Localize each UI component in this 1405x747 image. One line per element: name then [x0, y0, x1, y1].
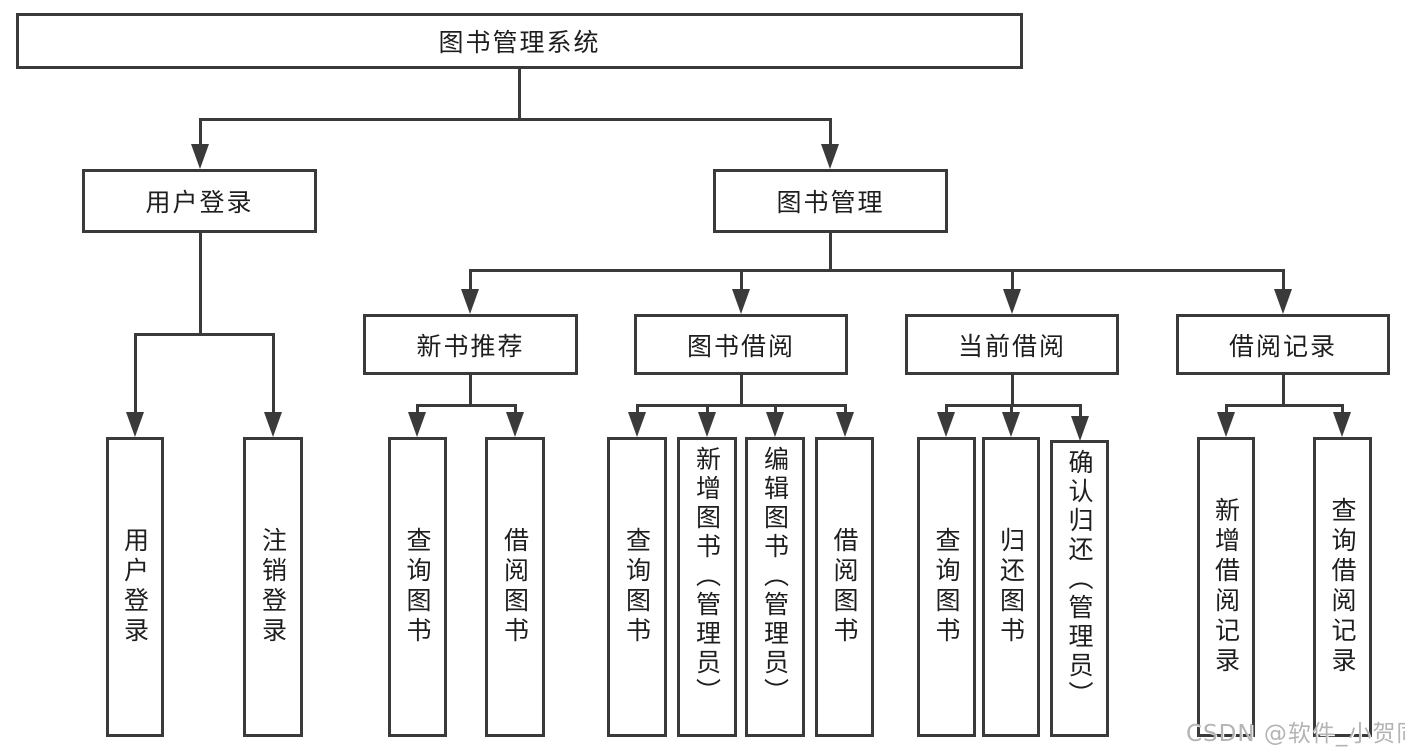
node-borrowing-records: 借阅记录: [1176, 314, 1390, 375]
connector-stem: [1281, 375, 1285, 407]
arrow-down-icon: [506, 412, 524, 437]
connector-bar: [198, 117, 832, 121]
arrow-down-icon: [126, 412, 144, 437]
node-book-management: 图书管理: [713, 169, 948, 233]
connector-drop-line: [468, 270, 472, 304]
node-leaf-user-login: 用户登录: [106, 437, 164, 737]
connector-drop-line: [739, 270, 743, 304]
node-leaf-borrow-books-1: 借阅图书: [485, 437, 545, 737]
connector-drop-line: [271, 334, 275, 427]
arrow-down-icon: [1002, 412, 1020, 437]
arrow-down-icon: [1003, 289, 1021, 314]
node-leaf-return-books: 归还图书: [982, 437, 1040, 737]
node-leaf-add-borrow-record: 新增借阅记录: [1197, 437, 1255, 737]
arrow-down-icon: [836, 412, 854, 437]
node-leaf-query-books-3: 查询图书: [917, 437, 976, 737]
arrow-down-icon: [732, 289, 750, 314]
connector-stem: [517, 69, 521, 121]
connector-drop-line: [1281, 270, 1285, 304]
connector-drop-line: [1010, 270, 1014, 304]
node-current-borrowing: 当前借阅: [905, 314, 1119, 375]
node-leaf-logout: 注销登录: [243, 437, 303, 737]
connector-drop-line: [828, 119, 832, 159]
arrow-down-icon: [191, 144, 209, 169]
node-new-book-recommend: 新书推荐: [363, 314, 578, 375]
node-user-login: 用户登录: [82, 169, 317, 233]
node-leaf-query-books-1: 查询图书: [388, 437, 447, 737]
connector-bar: [1224, 403, 1344, 407]
node-leaf-borrow-books-2: 借阅图书: [815, 437, 874, 737]
connector-bar: [415, 403, 517, 407]
connector-drop-line: [133, 334, 137, 427]
arrow-down-icon: [1217, 412, 1235, 437]
connector-bar: [944, 403, 1082, 407]
arrow-down-icon: [1333, 412, 1351, 437]
connector-bar: [468, 268, 1285, 272]
arrow-down-icon: [821, 144, 839, 169]
watermark-text: CSDN @软件_小贺同学: [1186, 721, 1405, 747]
connector-stem: [1010, 375, 1014, 407]
node-book-borrowing: 图书借阅: [634, 314, 848, 375]
node-leaf-query-borrow-record: 查询借阅记录: [1313, 437, 1372, 737]
connector-stem: [739, 375, 743, 407]
arrow-down-icon: [461, 289, 479, 314]
node-library-system: 图书管理系统: [16, 13, 1023, 69]
connector-bar: [635, 403, 847, 407]
arrow-down-icon: [698, 412, 716, 437]
connector-stem: [468, 375, 472, 407]
connector-bar: [133, 332, 275, 336]
arrow-down-icon: [937, 412, 955, 437]
node-leaf-edit-books: 编辑图书（管理员）: [745, 437, 805, 737]
arrow-down-icon: [264, 412, 282, 437]
arrow-down-icon: [628, 412, 646, 437]
connector-stem: [198, 233, 202, 336]
arrow-down-icon: [766, 412, 784, 437]
arrow-down-icon: [1274, 289, 1292, 314]
node-leaf-confirm-return: 确认归还（管理员）: [1050, 440, 1109, 737]
connector-drop-line: [198, 119, 202, 159]
arrow-down-icon: [408, 412, 426, 437]
arrow-down-icon: [1071, 416, 1089, 441]
node-leaf-add-books: 新增图书（管理员）: [677, 437, 737, 737]
connector-stem: [828, 233, 832, 272]
node-leaf-query-books-2: 查询图书: [607, 437, 667, 737]
